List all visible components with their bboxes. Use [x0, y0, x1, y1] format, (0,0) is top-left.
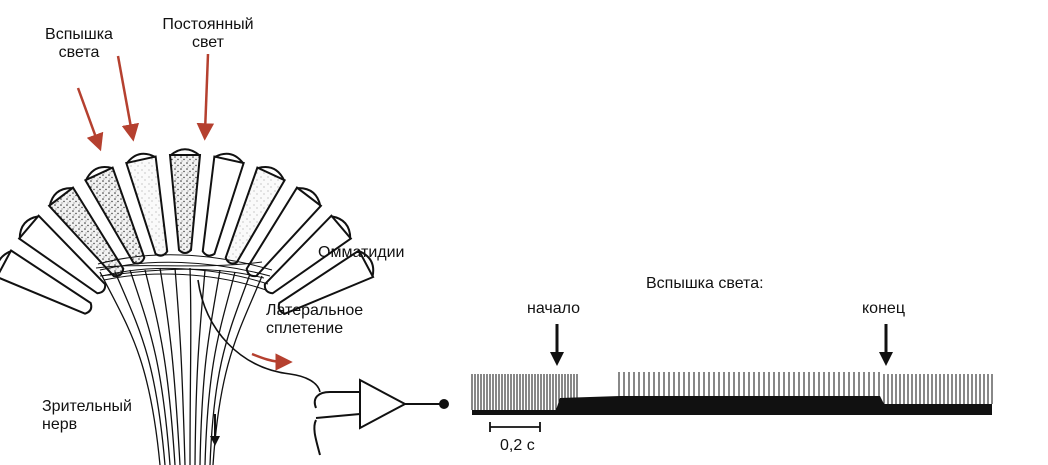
lateral-plexus [95, 254, 273, 291]
ommatidium [47, 186, 125, 278]
ommatidium [201, 155, 245, 257]
ommatidium-lens [214, 152, 245, 165]
flash-arrow-right [116, 55, 140, 142]
trace-baseline [472, 410, 992, 415]
offset-arrow [879, 324, 893, 366]
lateral-plexus-label: Латеральное сплетение [266, 302, 364, 337]
recorded-fiber [197, 279, 321, 393]
amplifier [313, 378, 449, 456]
ommatidium-lens [0, 250, 12, 262]
flash-light-label: Вспышка света [45, 26, 113, 61]
ommatidium-lens [330, 215, 352, 239]
response-envelope [556, 396, 992, 410]
ommatidia-fan [0, 148, 375, 315]
ommatidium-lens [358, 250, 375, 278]
light-arrows [76, 53, 215, 152]
optic-nerve-bundle [99, 267, 263, 465]
optic-nerve-label: Зрительный нерв [42, 398, 132, 433]
amplifier-triangle [359, 378, 408, 430]
recording-title: Вспышка света: [646, 275, 764, 292]
ommatidium-lens [84, 166, 113, 182]
nerve-direction-arrow [210, 414, 220, 446]
ommatidia-label: Омматидии [318, 244, 405, 261]
ommatidium-lens [257, 166, 286, 182]
onset-arrow [550, 324, 564, 366]
scale-bar-label: 0,2 с [500, 437, 535, 454]
ommatidium-lens [169, 148, 201, 157]
ommatidium [0, 249, 93, 315]
constant-light-label: Постоянный свет [162, 16, 254, 51]
ommatidium-lens [18, 215, 40, 239]
ommatidium [277, 249, 375, 315]
ommatidium [263, 214, 353, 295]
ommatidium [17, 214, 107, 295]
action-potentials [471, 372, 993, 410]
onset-label: начало [527, 300, 581, 317]
spike-recording [471, 372, 993, 415]
scale-bar [489, 422, 541, 432]
ommatidium [168, 154, 202, 254]
constant-light-arrow [196, 53, 215, 141]
ommatidium [125, 155, 169, 257]
flash-arrow-left [76, 87, 104, 152]
offset-label: конец [862, 300, 905, 317]
ommatidium [224, 166, 287, 265]
output-terminal [439, 399, 449, 409]
ommatidium-lens [48, 187, 74, 207]
ommatidium-lens [296, 187, 322, 207]
signal-direction-arrow [251, 352, 293, 371]
ommatidium-lens [125, 152, 156, 165]
